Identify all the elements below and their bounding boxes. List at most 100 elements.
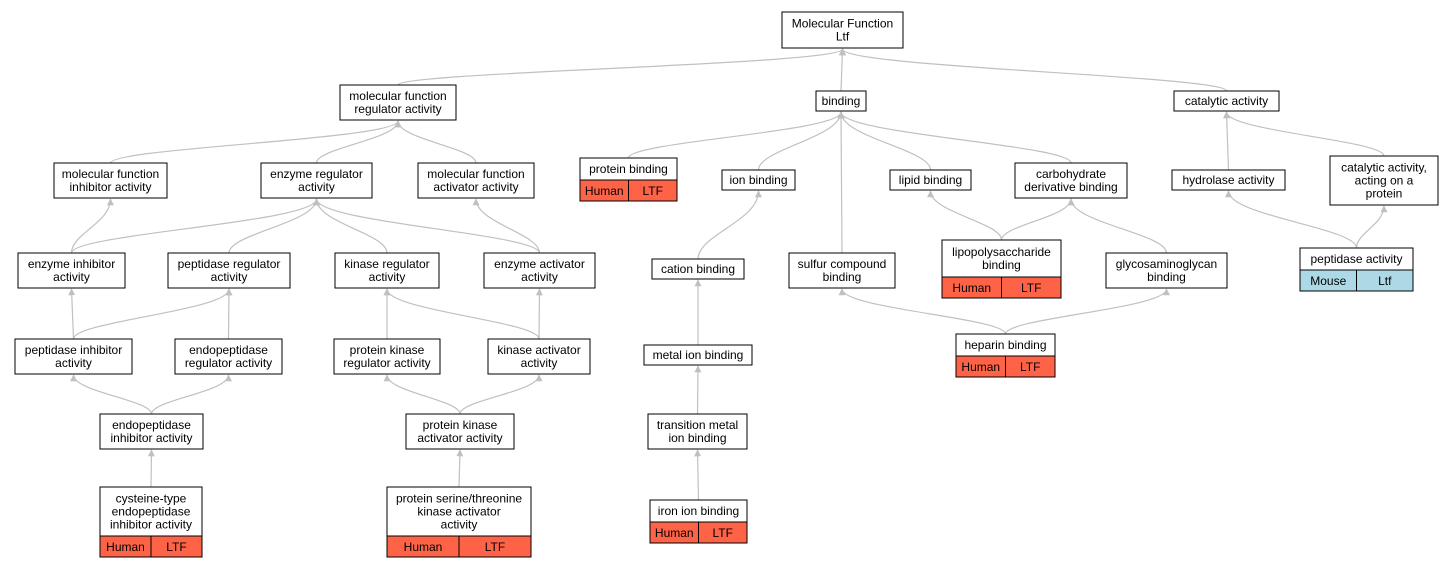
node-box: [788, 252, 896, 289]
node-cation[interactable]: cation binding: [651, 258, 745, 280]
gene-label: Ltf: [1378, 274, 1392, 288]
node-box: [167, 252, 291, 289]
edge-heparin-to-gag: [1004, 288, 1170, 335]
node-label: regulator activity: [343, 356, 430, 370]
node-ionbind[interactable]: ion binding: [721, 169, 796, 191]
node-metal[interactable]: metal ion binding: [643, 344, 753, 366]
node-label: iron ion binding: [658, 504, 739, 518]
node-box: [405, 413, 515, 450]
edge-lps-to-carb: [1000, 198, 1075, 241]
node-label: catalytic activity: [1185, 94, 1268, 108]
edges-layer: [68, 48, 1388, 501]
edge-mfi-to-mfr: [109, 120, 402, 164]
gene-badge: [1356, 269, 1414, 292]
node-box: [781, 11, 904, 49]
node-box: [483, 252, 596, 289]
edge-enzinh-to-enzreg: [70, 198, 320, 254]
edge-mfa-to-mfr: [394, 120, 477, 164]
gene-label: LTF: [1021, 281, 1041, 295]
node-label: hydrolase activity: [1182, 173, 1274, 187]
edge-sulfur-to-binding: [837, 111, 845, 254]
node-label: activity: [211, 270, 248, 284]
organism-label: Human: [655, 526, 694, 540]
node-label: acting on a: [1355, 174, 1414, 188]
node-label: endopeptidase: [112, 505, 191, 519]
organism-label: Human: [106, 540, 145, 554]
node-box: [1173, 90, 1280, 112]
node-box: [99, 413, 204, 450]
node-binding[interactable]: binding: [815, 90, 867, 112]
node-label: binding: [982, 258, 1021, 272]
node-label: activity: [521, 356, 558, 370]
edge-lipid-to-binding: [837, 111, 932, 171]
edge-pepinh-to-enzinh: [68, 288, 76, 340]
edge-endopepreg-to-pepreg: [225, 288, 233, 340]
node-label: ion binding: [729, 173, 787, 187]
edge-transmetal-to-metal: [694, 365, 702, 415]
node-catalytic[interactable]: catalytic activity: [1173, 90, 1280, 112]
node-label: metal ion binding: [653, 348, 744, 362]
edge-pepact-to-catprot: [1355, 205, 1388, 249]
node-box: [99, 486, 203, 537]
edge-mfr-to-mf: [397, 48, 846, 86]
node-label: lipopolysaccharide: [952, 245, 1051, 259]
node-box: [417, 162, 535, 199]
edge-lps-to-lipid: [927, 190, 1003, 241]
node-label: inhibitor activity: [69, 180, 151, 194]
edge-pkact-to-pkreg: [383, 374, 461, 415]
gene-badge: [698, 521, 748, 544]
node-lipid[interactable]: lipid binding: [889, 169, 972, 191]
node-label: kinase activator: [417, 505, 500, 519]
node-label: sulfur compound: [798, 257, 887, 271]
node-box: [17, 252, 126, 289]
organism-label: Mouse: [1310, 274, 1346, 288]
gene-badge: [150, 535, 203, 558]
node-hydrolase[interactable]: hydrolase activity: [1171, 169, 1286, 191]
edge-kinreg-to-enzreg: [313, 198, 388, 254]
node-label: activity: [298, 180, 335, 194]
node-label: cation binding: [661, 262, 735, 276]
gene-label: LTF: [1020, 360, 1040, 374]
node-label: Molecular Function: [792, 17, 893, 31]
node-label: regulator activity: [185, 356, 272, 370]
edge-kinact-to-kinreg: [383, 288, 540, 340]
edge-pepinh-to-pepreg: [72, 288, 233, 340]
gene-badge: [458, 535, 532, 558]
edge-catprot-to-catalytic: [1223, 111, 1385, 157]
node-label: activity: [441, 518, 478, 532]
node-label: cysteine-type: [116, 492, 187, 506]
gene-badge: [1005, 355, 1056, 378]
node-label: activity: [53, 270, 90, 284]
node-box: [14, 338, 133, 375]
edge-enzact-to-mfa: [472, 198, 541, 254]
